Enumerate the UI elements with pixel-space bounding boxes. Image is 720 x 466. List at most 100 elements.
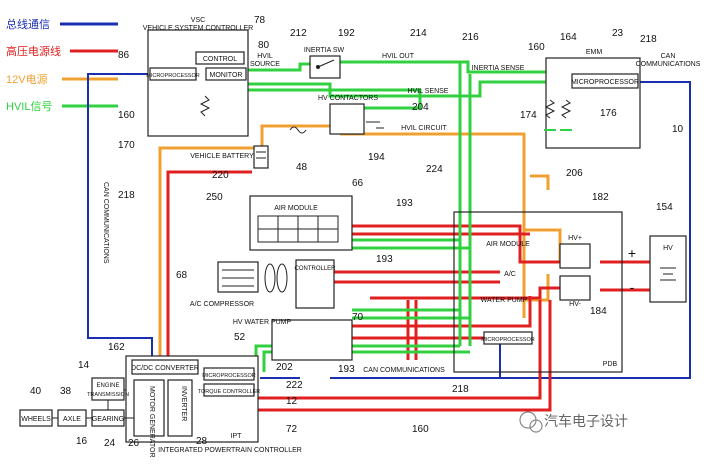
can-bus-lines <box>87 73 691 379</box>
inverter-label: INVERTER <box>180 386 187 421</box>
vehicle-battery-label: VEHICLE BATTERY <box>190 153 254 160</box>
pdb-micro-label: MICROPROCESSOR <box>481 337 535 343</box>
axle-label: AXLE <box>63 416 81 423</box>
hvil-circuit-label: HVIL CIRCUIT <box>401 125 447 132</box>
hv-battery-block[interactable]: HV <box>649 235 687 303</box>
ref-40: 40 <box>30 386 42 397</box>
hv-plus-contactor <box>559 243 591 269</box>
ref-72: 72 <box>286 424 298 435</box>
vehicle-system-controller[interactable]: VSC VEHICLE SYSTEM CONTROLLER CONTROL MI… <box>143 17 253 137</box>
hv-plus-label: HV+ <box>568 235 582 242</box>
pdb-block[interactable]: PDB AIR MODULE A/C WATER PUMP MICROPROCE… <box>453 211 623 373</box>
hvil-sense-label: HVIL SENSE <box>408 88 449 95</box>
can-comm-left-label: CAN COMMUNICATIONS <box>102 182 109 264</box>
ac-compressor-block[interactable]: A/C COMPRESSOR <box>190 261 288 308</box>
ref-12: 12 <box>286 396 298 407</box>
hvil-source-1: HVIL <box>257 53 273 60</box>
vsc-micro-label: MICROPROCESSOR <box>146 73 200 79</box>
pdb-micro-box <box>483 331 533 345</box>
ref-162: 162 <box>108 342 125 353</box>
inertia-switch[interactable] <box>309 55 341 79</box>
ref-206: 206 <box>566 168 583 179</box>
ref-250: 250 <box>206 192 223 203</box>
ref-224: 224 <box>426 164 443 175</box>
ref-160b: 160 <box>528 42 545 53</box>
inertia-sw-label: INERTIA SW <box>304 47 345 54</box>
ref-24: 24 <box>104 438 116 449</box>
emm-module[interactable]: EMM MICROPROCESSOR <box>544 49 641 149</box>
ref-202: 202 <box>276 362 293 373</box>
fuse-icon <box>289 126 307 134</box>
legend-hvil-label: HVIL信号 <box>6 100 52 113</box>
can-comm-right-1: CAN <box>661 53 676 60</box>
legend-bus-label: 总线通信 <box>6 17 50 31</box>
legend-hv-label: 高压电源线 <box>6 44 61 58</box>
ref-52: 52 <box>234 332 246 343</box>
air-module-block[interactable]: AIR MODULE <box>249 195 353 251</box>
ref-164: 164 <box>560 32 577 43</box>
vsc-monitor-label: MONITOR <box>210 72 243 79</box>
emm-resistor-2-icon <box>560 99 572 119</box>
emm-micro-label: MICROPROCESSOR <box>571 79 639 86</box>
hv-label: HV <box>663 245 673 252</box>
vehicle-battery[interactable]: VEHICLE BATTERY <box>190 145 269 169</box>
ref-16: 16 <box>76 436 88 447</box>
controller-label: CONTROLLER <box>294 266 336 272</box>
reference-numbers: 78 86 80 160 170 212 192 214 216 204 160… <box>30 15 684 449</box>
hv-contactors-label: HV CONTACTORS <box>318 95 378 102</box>
ref-66: 66 <box>352 178 364 189</box>
ipt-title: INTEGRATED POWERTRAIN CONTROLLER <box>158 447 302 454</box>
ac-compressor-label: A/C COMPRESSOR <box>190 301 254 308</box>
ref-193b: 193 <box>376 254 393 265</box>
controller-block[interactable]: CONTROLLER <box>294 259 336 309</box>
ref-174: 174 <box>520 110 537 121</box>
hvil-out-label: HVIL OUT <box>382 53 415 60</box>
ref-28: 28 <box>196 436 208 447</box>
ref-154: 154 <box>656 202 673 213</box>
torque-controller-label: TORQUE CONTROLLER <box>198 389 261 395</box>
ref-86: 86 <box>118 50 130 61</box>
can-comm-right-2: COMMUNICATIONS <box>636 61 701 68</box>
hv-water-pump-block[interactable]: HV WATER PUMP <box>233 319 353 361</box>
ref-193a: 193 <box>396 198 413 209</box>
ref-214: 214 <box>410 28 427 39</box>
vsc-control-label: CONTROL <box>203 56 237 63</box>
vsc-control-box <box>195 51 245 65</box>
ref-68: 68 <box>176 270 188 281</box>
air-module-right-label: AIR MODULE <box>486 241 530 248</box>
ref-80: 80 <box>258 40 270 51</box>
hvil-source-2: SOURCE <box>250 61 280 68</box>
transmission-label: TRANSMISSION <box>87 392 129 398</box>
ref-23: 23 <box>612 28 624 39</box>
legend: 总线通信 高压电源线 12V电源 HVIL信号 <box>6 17 118 113</box>
motor-generator-label: MOTOR GENERATOR <box>148 386 155 458</box>
emm-micro-box <box>571 73 639 89</box>
motor-coil-icon <box>264 263 276 293</box>
hv-contactors[interactable]: HV CONTACTORS <box>318 95 384 135</box>
air-module-grid-icon <box>257 215 339 243</box>
ref-38: 38 <box>60 386 72 397</box>
dcdc-box <box>131 359 199 375</box>
ref-193c: 193 <box>338 364 355 375</box>
ref-222: 222 <box>286 380 303 391</box>
ipt-micro-label: MICROPROCESSOR <box>202 373 256 379</box>
ref-160a: 160 <box>118 110 135 121</box>
ref-204: 204 <box>412 102 429 113</box>
ref-184: 184 <box>590 306 607 317</box>
hv-water-pump-label: HV WATER PUMP <box>233 319 292 326</box>
inertia-sense-label: INERTIA SENSE <box>472 65 525 72</box>
drivetrain: ENGINE TRANSMISSION GEARING AXLE WHEELS <box>19 377 134 427</box>
ref-194: 194 <box>368 152 385 163</box>
ref-170: 170 <box>118 140 135 151</box>
ref-220: 220 <box>212 170 229 181</box>
ref-10: 10 <box>672 124 684 135</box>
dcdc-label: DC/DC CONVERTER <box>131 365 199 372</box>
ref-14: 14 <box>78 360 90 371</box>
ipt-block[interactable]: DC/DC CONVERTER MICROPROCESSOR TORQUE CO… <box>125 355 261 458</box>
ref-176: 176 <box>600 108 617 119</box>
ref-218b: 218 <box>118 190 135 201</box>
legend-12v-label: 12V电源 <box>6 72 48 86</box>
ipt-micro-box <box>203 367 255 381</box>
ref-48: 48 <box>296 162 308 173</box>
